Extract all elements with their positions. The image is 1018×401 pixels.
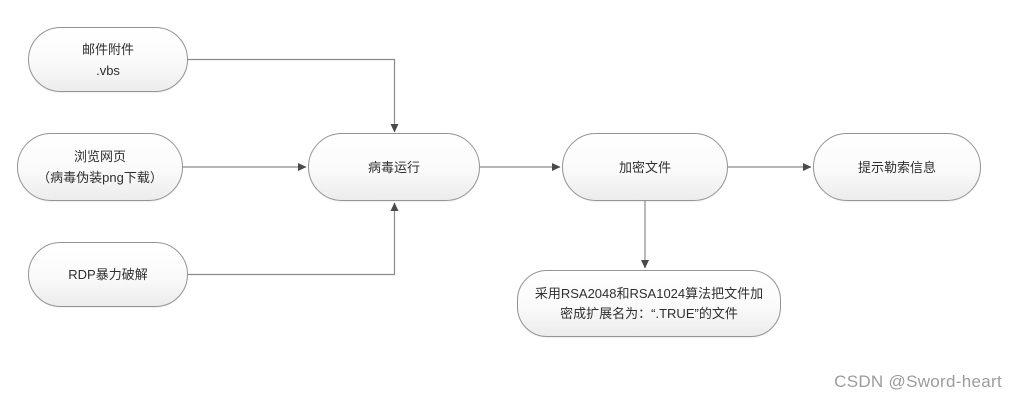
- watermark: CSDN @Sword-heart: [834, 372, 1002, 391]
- node-virus-run: 病毒运行: [308, 133, 480, 201]
- node-email-attachment: 邮件附件 .vbs: [28, 27, 188, 92]
- node-email-attachment-label-line2: .vbs: [96, 62, 120, 78]
- node-browse-webpage: 浏览网页 （病毒伪装png下载）: [17, 133, 183, 201]
- node-email-attachment-label-line1: 邮件附件: [81, 41, 134, 57]
- node-encryption-note-label-line2: 密成扩展名为：“.TRUE”的文件: [560, 305, 738, 321]
- node-rdp-bruteforce: RDP暴力破解: [28, 242, 188, 307]
- node-encryption-note: 采用RSA2048和RSA1024算法把文件加 密成扩展名为：“.TRUE”的文…: [517, 270, 781, 337]
- node-ransom-message: 提示勒索信息: [813, 133, 981, 201]
- node-browse-webpage-label-line2: （病毒伪装png下载）: [37, 170, 163, 185]
- node-virus-run-label: 病毒运行: [367, 159, 420, 175]
- node-ransom-message-label: 提示勒索信息: [857, 159, 936, 175]
- node-browse-webpage-label-line1: 浏览网页: [73, 149, 126, 164]
- node-encrypt-files-label: 加密文件: [618, 159, 671, 175]
- node-rdp-bruteforce-label: RDP暴力破解: [68, 267, 148, 282]
- node-encrypt-files: 加密文件: [562, 133, 728, 201]
- connector-rdp-to-virusrun: [188, 202, 399, 276]
- connector-email-to-virusrun: [188, 58, 399, 133]
- node-encryption-note-label-line1: 采用RSA2048和RSA1024算法把文件加: [534, 285, 764, 301]
